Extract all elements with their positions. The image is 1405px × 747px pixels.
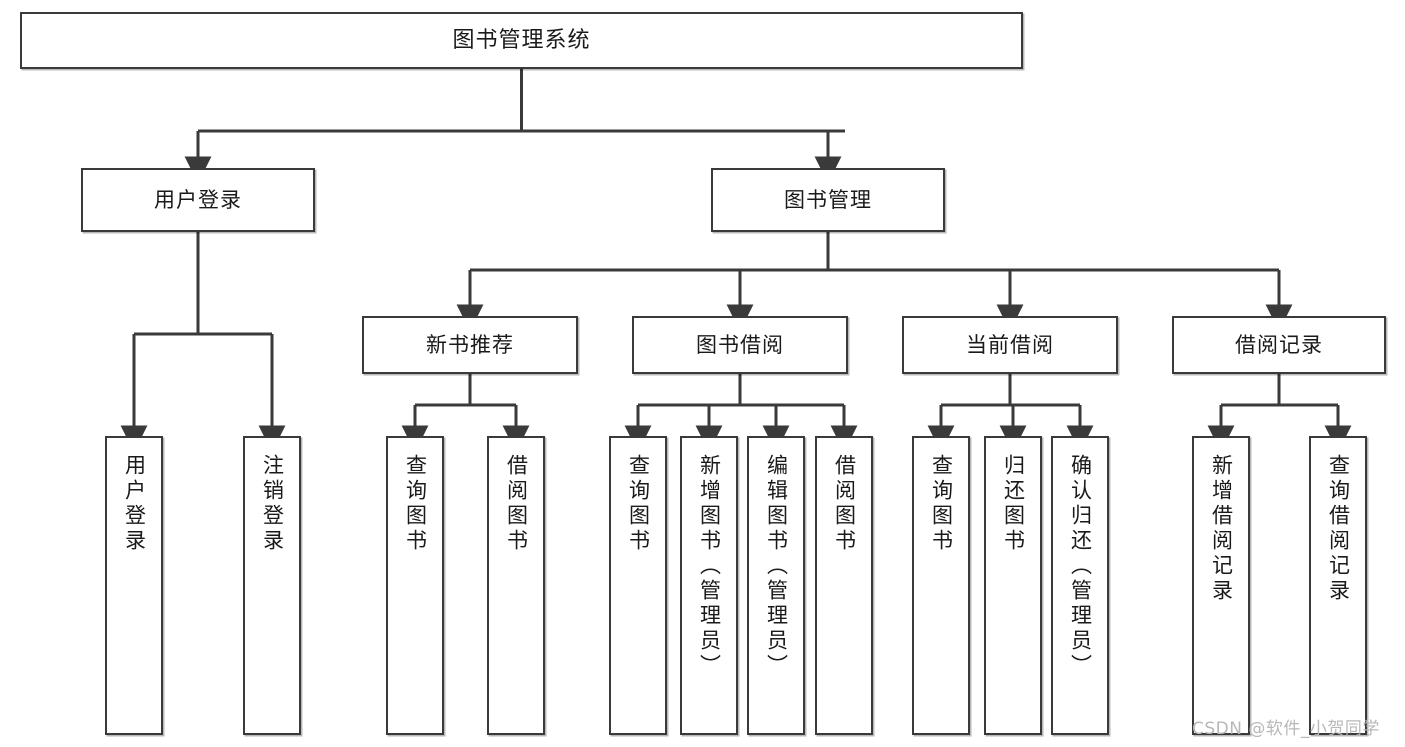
node-root-label: 图书管理系统 — [452, 27, 591, 53]
leaf-query-book-brw[interactable]: 查询图书 — [609, 436, 667, 735]
node-new-book-recommend[interactable]: 新书推荐 — [362, 316, 578, 374]
node-book-borrow-label: 图书借阅 — [696, 332, 784, 357]
node-current-borrow[interactable]: 当前借阅 — [902, 316, 1118, 374]
leaf-label: 用户登录 — [122, 454, 147, 554]
leaf-label: 新增借阅记录 — [1209, 454, 1234, 604]
leaf-label: 确认归还（管理员） — [1068, 454, 1093, 679]
leaf-label: 查询图书 — [929, 454, 954, 554]
leaf-query-book-cur[interactable]: 查询图书 — [912, 436, 970, 735]
leaf-edit-book[interactable]: 编辑图书（管理员） — [747, 436, 805, 735]
node-book-borrow[interactable]: 图书借阅 — [632, 316, 848, 374]
leaf-user-login[interactable]: 用户登录 — [105, 436, 163, 735]
leaf-borrow-book-rec[interactable]: 借阅图书 — [487, 436, 545, 735]
leaf-label: 注销登录 — [260, 454, 285, 554]
leaf-query-borrow-rec[interactable]: 查询借阅记录 — [1309, 436, 1367, 735]
node-user-login-label: 用户登录 — [154, 187, 242, 212]
leaf-label: 新增图书（管理员） — [697, 454, 722, 679]
node-root[interactable]: 图书管理系统 — [20, 12, 1023, 69]
watermark: CSDN @软件_小贺同学 — [1192, 719, 1380, 739]
leaf-label: 借阅图书 — [504, 454, 529, 554]
leaf-add-book[interactable]: 新增图书（管理员） — [680, 436, 738, 735]
node-borrow-record-label: 借阅记录 — [1235, 332, 1323, 357]
node-book-manage[interactable]: 图书管理 — [711, 168, 945, 232]
leaf-borrow-book-brw[interactable]: 借阅图书 — [815, 436, 873, 735]
node-user-login[interactable]: 用户登录 — [81, 168, 315, 232]
node-book-manage-label: 图书管理 — [784, 187, 872, 212]
leaf-label: 借阅图书 — [832, 454, 857, 554]
leaf-return-book[interactable]: 归还图书 — [984, 436, 1042, 735]
node-current-borrow-label: 当前借阅 — [966, 332, 1054, 357]
leaf-label: 查询图书 — [403, 454, 428, 554]
leaf-confirm-return[interactable]: 确认归还（管理员） — [1051, 436, 1109, 735]
leaf-query-book-rec[interactable]: 查询图书 — [386, 436, 444, 735]
leaf-label: 归还图书 — [1001, 454, 1026, 554]
node-borrow-record[interactable]: 借阅记录 — [1172, 316, 1386, 374]
node-new-book-recommend-label: 新书推荐 — [426, 332, 514, 357]
leaf-label: 编辑图书（管理员） — [764, 454, 789, 679]
leaf-add-borrow-rec[interactable]: 新增借阅记录 — [1192, 436, 1250, 735]
leaf-logout[interactable]: 注销登录 — [243, 436, 301, 735]
leaf-label: 查询图书 — [626, 454, 651, 554]
leaf-label: 查询借阅记录 — [1326, 454, 1351, 604]
